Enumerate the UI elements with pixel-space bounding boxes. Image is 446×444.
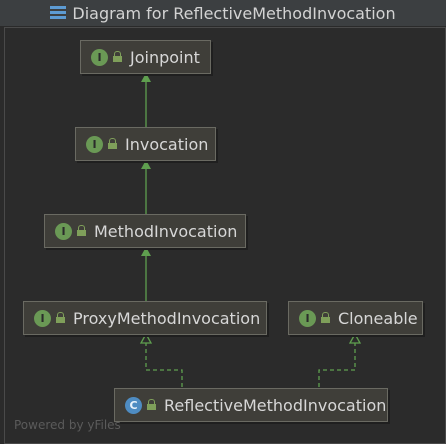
node-joinpoint[interactable]: I Joinpoint	[80, 40, 211, 74]
node-label: Invocation	[125, 134, 209, 154]
edge-reflective-cloneable	[318, 343, 356, 387]
arrow-head	[141, 73, 151, 82]
node-methodinvocation[interactable]: I MethodInvocation	[44, 214, 246, 248]
node-label: Cloneable	[338, 308, 418, 328]
interface-icon: I	[34, 309, 51, 327]
node-label: ProxyMethodInvocation	[73, 308, 261, 328]
node-cloneable[interactable]: I Cloneable	[288, 301, 423, 335]
public-visibility-icon	[55, 312, 65, 324]
interface-icon: I	[299, 309, 316, 327]
node-reflectivemethodinvocation[interactable]: C ReflectiveMethodInvocation	[114, 388, 388, 422]
node-label: ReflectiveMethodInvocation	[164, 395, 387, 415]
node-label: MethodInvocation	[94, 221, 238, 241]
public-visibility-icon	[146, 399, 156, 411]
arrow-head-hollow	[348, 332, 362, 344]
diagram-canvas[interactable]: I Joinpoint I Invocation I MethodInvocat…	[4, 27, 446, 444]
interface-icon: I	[55, 222, 72, 240]
diagram-icon	[50, 6, 67, 20]
arrow-head	[141, 160, 151, 169]
public-visibility-icon	[107, 138, 117, 150]
class-icon: C	[125, 396, 142, 414]
interface-icon: I	[86, 135, 103, 153]
window-title-bar: Diagram for ReflectiveMethodInvocation	[0, 0, 446, 27]
arrow-head	[141, 247, 151, 256]
node-label: Joinpoint	[130, 47, 200, 67]
window-title: Diagram for ReflectiveMethodInvocation	[72, 3, 396, 23]
node-invocation[interactable]: I Invocation	[75, 127, 216, 161]
public-visibility-icon	[76, 225, 86, 237]
arrow-head-hollow	[139, 332, 153, 344]
powered-by-label: Powered by yFiles	[14, 418, 121, 432]
interface-icon: I	[91, 48, 108, 66]
public-visibility-icon	[320, 312, 330, 324]
inheritance-edges	[139, 73, 362, 387]
public-visibility-icon	[112, 51, 122, 63]
edge-reflective-proxy	[145, 343, 183, 387]
node-proxymethodinvocation[interactable]: I ProxyMethodInvocation	[23, 301, 267, 335]
